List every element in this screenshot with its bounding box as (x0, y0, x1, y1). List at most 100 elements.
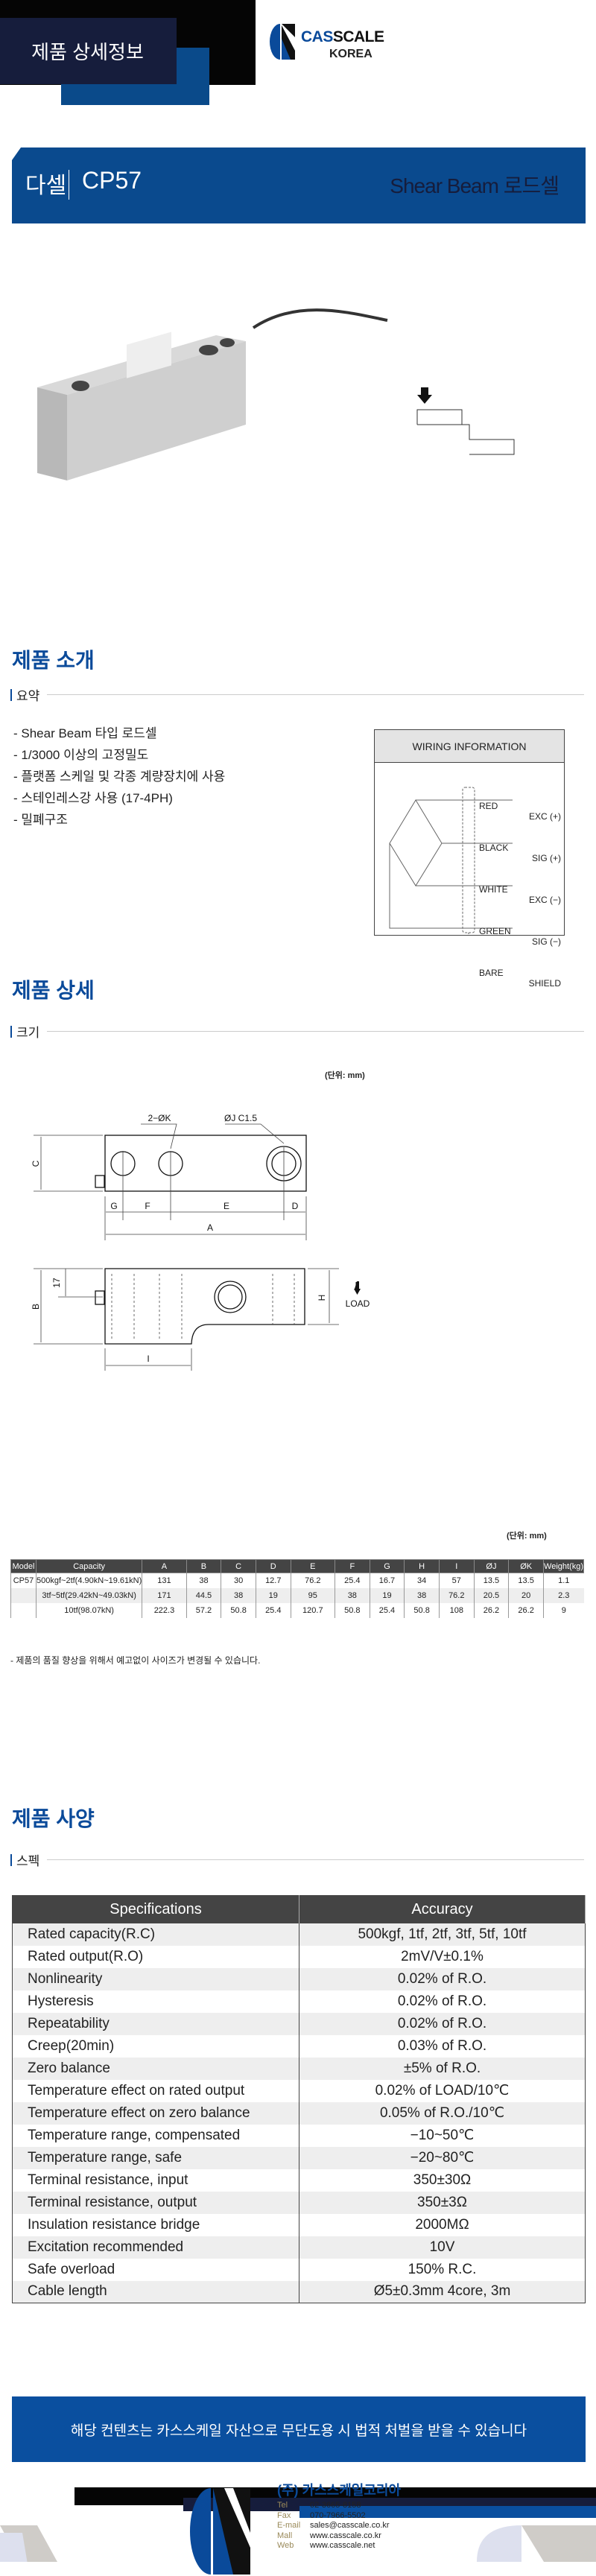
unit-label-2: (단위: mm) (507, 1532, 547, 1541)
table-cell: 57 (438, 1573, 475, 1588)
copyright-notice-banner: 해당 컨텐츠는 카스스케일 자산으로 무단도용 시 법적 처벌을 받을 수 있습… (12, 2396, 586, 2462)
label-i: I (147, 1354, 149, 1364)
spec-value: 0.02% of R.O. (299, 1990, 586, 2013)
footer-logo-icon (190, 2488, 250, 2575)
wire-color: GREEN (479, 926, 511, 936)
col-header: Model (10, 1559, 37, 1573)
table-cell: 16.7 (369, 1573, 405, 1588)
product-image (37, 308, 515, 480)
table-cell: 19 (369, 1587, 405, 1603)
table-cell: 50.8 (334, 1602, 370, 1618)
table-cell: 20 (508, 1587, 544, 1603)
table-row: Temperature range, safe−20~80℃ (12, 2146, 586, 2169)
table-cell: 3tf~5tf(29.42kN~49.03kN) (35, 1587, 142, 1603)
wire-signal: SHIELD (528, 978, 561, 989)
table-cell: CP57 (10, 1573, 37, 1588)
intro-subtitle: 요약 (16, 689, 40, 703)
wire-color: BLACK (479, 843, 509, 853)
spec-value: −20~80℃ (299, 2146, 586, 2169)
spec-name: Temperature range, safe (12, 2146, 299, 2169)
feature-item: - 밀폐구조 (13, 813, 68, 827)
table-cell: 30 (221, 1573, 256, 1588)
table-cell: 38 (404, 1587, 440, 1603)
table-cell: 131 (142, 1573, 187, 1588)
col-header: Capacity (35, 1559, 143, 1573)
product-category: 다셀 (25, 174, 67, 198)
contact-key: Mall (277, 2531, 293, 2540)
unit-label: (단위: mm) (325, 1071, 365, 1080)
spec-name: Zero balance (12, 2057, 299, 2080)
spec-name: Nonlinearity (12, 1967, 299, 1990)
col-header: G (369, 1559, 405, 1573)
table-cell: 76.2 (438, 1587, 475, 1603)
contact-value[interactable]: www.casscale.co.kr (310, 2531, 381, 2540)
contact-mall: Mall www.casscale.co.kr (277, 2531, 390, 2542)
contact-key: Fax (277, 2510, 291, 2520)
detail-subtitle: 크기 (16, 1026, 40, 1040)
feature-item: - 1/3000 이상의 고정밀도 (13, 748, 149, 762)
spec-value: 2000MΩ (299, 2213, 586, 2236)
intro-title: 제품 소개 (12, 649, 95, 672)
table-cell: 1.1 (543, 1573, 584, 1588)
table-cell: 13.5 (508, 1573, 544, 1588)
spec-value: 0.03% of R.O. (299, 2034, 586, 2058)
wire-signal: SIG (+) (531, 853, 561, 863)
table-cell: 171 (142, 1587, 187, 1603)
size-change-note: - 제품의 품질 향상을 위해서 예고없이 사이즈가 변경될 수 있습니다. (10, 1655, 261, 1666)
contact-value: 070-7966-5502 (310, 2510, 366, 2520)
spec-value: 0.02% of R.O. (299, 1967, 586, 1990)
contact-value[interactable]: sales@casscale.co.kr (310, 2521, 390, 2530)
spec-name: Repeatability (12, 2012, 299, 2035)
bridge-circuit-icon (389, 787, 513, 934)
table-cell: 25.4 (334, 1573, 370, 1588)
label-load: LOAD (346, 1298, 370, 1309)
load-direction-icon (416, 387, 515, 455)
table-cell: 108 (438, 1602, 475, 1618)
intro-subtitle-row: 요약 (10, 685, 584, 704)
subtitle-marker (10, 688, 12, 701)
spec-title: 제품 사양 (12, 1807, 95, 1830)
table-cell: 44.5 (186, 1587, 221, 1603)
col-header: Weight(kg) (543, 1559, 584, 1573)
label-b: B (31, 1304, 41, 1310)
table-cell (10, 1602, 37, 1618)
table-cell: 10tf(98.07kN) (35, 1602, 142, 1618)
brand-scale: SCALE (332, 28, 384, 45)
footer-decoration (0, 2525, 596, 2562)
contact-key: Tel (277, 2501, 288, 2510)
spec-value: 0.02% of LOAD/10℃ (299, 2079, 586, 2102)
spec-subtitle: 스펙 (16, 1854, 40, 1868)
spec-value: 0.05% of R.O./10℃ (299, 2101, 586, 2125)
table-cell: 500kgf~2tf(4.90kN~19.61kN) (35, 1573, 142, 1588)
brand-logo: CASSCALE KOREA (268, 22, 384, 67)
contact-value[interactable]: www.casscale.net (310, 2541, 375, 2550)
col-header: B (186, 1559, 222, 1573)
subtitle-marker (10, 1853, 12, 1866)
col-header: H (404, 1559, 440, 1573)
contact-value: 02-3665-8158 (310, 2501, 361, 2510)
table-cell: 20.5 (473, 1587, 509, 1603)
table-cell: 2.3 (543, 1587, 584, 1603)
table-cell: 57.2 (186, 1602, 221, 1618)
dimension-table: Model Capacity A B C D E F G H I ØJ ØK W… (10, 1559, 584, 1618)
wire-color: BARE (479, 968, 504, 978)
table-cell: 222.3 (142, 1602, 187, 1618)
spec-name: Rated output(R.O) (28, 1948, 144, 1964)
subtitle-marker (10, 1025, 12, 1038)
wire-color: RED (479, 801, 498, 811)
table-cell: 38 (334, 1587, 370, 1603)
label-a: A (207, 1222, 213, 1233)
table-cell: 12.7 (255, 1573, 291, 1588)
label-c: C (31, 1160, 41, 1167)
